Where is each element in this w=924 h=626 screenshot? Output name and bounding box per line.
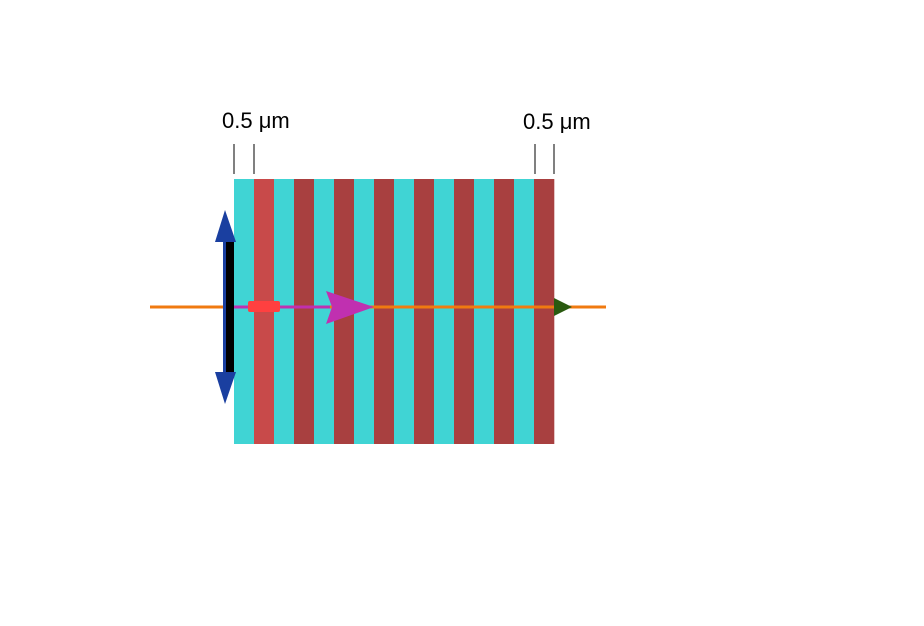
layer-1 [234, 179, 255, 444]
propagation-arrow-icon [326, 291, 374, 324]
layer-8 [374, 179, 395, 444]
layer-16 [534, 179, 555, 444]
scale-ticks-left [233, 144, 255, 174]
layer-13 [474, 179, 495, 444]
layer-5 [314, 179, 335, 444]
scale-label-right: 0.5 μm [523, 109, 591, 134]
layer-3 [274, 179, 295, 444]
layer-7 [354, 179, 375, 444]
polarization-arrow-icon [215, 210, 236, 404]
layer-9 [394, 179, 415, 444]
transmitted-arrow-icon [554, 298, 572, 316]
beam-marker [248, 301, 280, 312]
layer-4 [294, 179, 315, 444]
layer-12 [454, 179, 475, 444]
layer-stack [234, 179, 555, 444]
layer-14 [494, 179, 515, 444]
layer-15 [514, 179, 535, 444]
layer-10 [414, 179, 435, 444]
layer-11 [434, 179, 455, 444]
scale-ticks-right [534, 144, 555, 174]
scale-label-left: 0.5 μm [222, 108, 290, 133]
